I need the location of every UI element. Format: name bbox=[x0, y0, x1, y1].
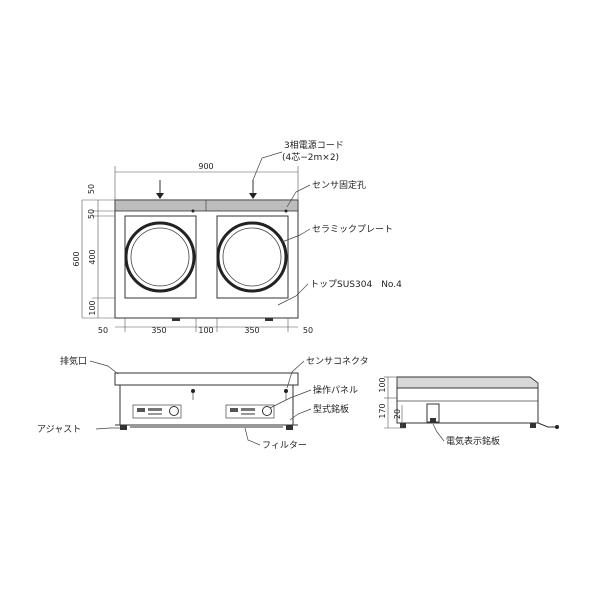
side-view-dimensions: 100 170 20 bbox=[378, 376, 405, 429]
sensor-hole-right bbox=[284, 209, 288, 213]
burner-ring-right-outer bbox=[216, 221, 288, 293]
control-panel-left bbox=[132, 404, 182, 419]
label-sensor-connector: センサコネクタ bbox=[306, 356, 369, 367]
dim-depth-plate: 400 bbox=[88, 249, 97, 264]
burner-ring-right-inner bbox=[222, 227, 282, 287]
adjuster-left bbox=[120, 425, 127, 430]
leader-sensor-fixing-hole bbox=[286, 184, 311, 208]
panel-display-right bbox=[230, 408, 238, 412]
dim-depth-front: 100 bbox=[88, 300, 97, 315]
dim-depth-total: 600 bbox=[72, 251, 81, 266]
label-exhaust-port: 排気口 bbox=[60, 355, 87, 367]
label-ceramic-plate: セラミックプレート bbox=[312, 224, 393, 235]
front-view-callouts: 排気口 センサコネクタ 操作パネル 型式銘板 アジャスト フィルター bbox=[37, 355, 369, 451]
side-cord-plug bbox=[555, 425, 559, 429]
label-adjuster: アジャスト bbox=[37, 425, 81, 435]
top-view-callouts: 3相電源コード (4芯−2m×2) センサ固定孔 セラミックプレート トップSU… bbox=[252, 139, 402, 306]
foot-front-left bbox=[172, 318, 180, 321]
side-view bbox=[396, 376, 559, 429]
leader-filter bbox=[244, 427, 261, 446]
cord-arrowhead-right bbox=[249, 193, 257, 199]
leader-ceramic-plate bbox=[281, 228, 311, 243]
panel-frame-left bbox=[132, 404, 182, 419]
front-view-top bbox=[114, 372, 299, 386]
label-top-material: トップSUS304 No.4 bbox=[310, 279, 402, 290]
foot-front-right bbox=[265, 318, 273, 321]
side-foot-front bbox=[400, 423, 406, 428]
sensor-hole-left bbox=[191, 209, 195, 213]
dim-width-right: 50 bbox=[303, 326, 313, 335]
side-view-body bbox=[396, 387, 539, 424]
dim-width-left: 50 bbox=[98, 326, 108, 335]
dim-width-total: 900 bbox=[198, 162, 213, 171]
top-view bbox=[114, 180, 299, 321]
dim-height-leg: 20 bbox=[393, 409, 402, 419]
sensor-connector-left bbox=[191, 389, 195, 393]
burner-ring-left-outer bbox=[124, 221, 196, 293]
burner-ring-left-inner bbox=[130, 227, 190, 287]
label-power-cord: 3相電源コード bbox=[284, 139, 344, 151]
top-view-outline bbox=[114, 199, 299, 319]
leader-top-material bbox=[277, 283, 309, 306]
control-knob-left bbox=[169, 406, 179, 416]
back-sensor-strip bbox=[114, 199, 299, 212]
label-electrical-nameplate: 電気表示銘板 bbox=[446, 435, 500, 447]
leader-adjuster bbox=[95, 427, 120, 430]
leader-model-nameplate bbox=[289, 408, 312, 421]
leader-electrical-nameplate bbox=[432, 423, 445, 442]
front-view bbox=[114, 372, 299, 430]
dim-width-plate-right: 350 bbox=[244, 326, 259, 335]
dim-height-top: 100 bbox=[378, 377, 387, 392]
label-model-nameplate: 型式銘板 bbox=[313, 403, 349, 415]
dim-depth-back: 50 bbox=[87, 184, 96, 194]
control-panel-right bbox=[225, 404, 275, 419]
panel-slot-left bbox=[148, 413, 162, 415]
panel-display-left bbox=[137, 408, 145, 412]
panel-indicator-right bbox=[241, 408, 255, 411]
leader-control-panel bbox=[269, 389, 312, 409]
cord-box-base bbox=[430, 418, 436, 423]
label-filter: フィルター bbox=[262, 440, 307, 451]
adjuster-right bbox=[286, 425, 293, 430]
label-control-panel: 操作パネル bbox=[313, 384, 358, 396]
cord-arrowhead-left bbox=[156, 193, 164, 199]
label-sensor-fixing-hole: センサ固定孔 bbox=[312, 179, 366, 191]
label-power-cord-spec: (4芯−2m×2) bbox=[282, 151, 339, 163]
leader-exhaust-port bbox=[89, 360, 119, 375]
panel-indicator-left bbox=[148, 408, 162, 411]
side-foot-back bbox=[530, 423, 536, 428]
side-cord bbox=[537, 422, 555, 428]
leader-power-cord bbox=[252, 151, 283, 181]
leader-sensor-connector bbox=[286, 360, 305, 389]
dim-height-body: 170 bbox=[378, 403, 387, 418]
dim-depth-sensor: 50 bbox=[87, 209, 96, 219]
control-knob-right bbox=[262, 406, 272, 416]
dim-width-middle: 100 bbox=[198, 326, 213, 335]
panel-slot-right bbox=[241, 413, 255, 415]
top-view-dimensions: 900 50 50 400 100 600 50 350 100 350 50 bbox=[72, 162, 313, 335]
sensor-connector-right bbox=[284, 389, 288, 393]
side-view-top bbox=[396, 376, 539, 389]
panel-frame-right bbox=[225, 404, 275, 419]
side-view-callouts: 電気表示銘板 bbox=[432, 423, 500, 447]
dim-width-plate-left: 350 bbox=[151, 326, 166, 335]
